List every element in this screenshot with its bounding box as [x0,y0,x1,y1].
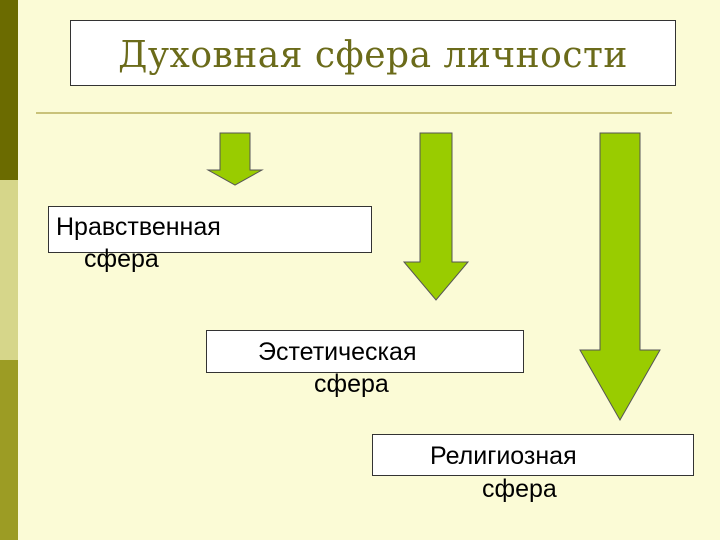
sphere-label-religious-sub: сфера [482,475,557,503]
page-title: Духовная сфера личности [118,35,628,76]
sphere-label-aesthetic: Эстетическая [258,338,417,366]
sphere-box-moral [48,206,372,253]
arrow-down-icon [579,132,661,422]
arrow-down-icon [206,132,264,186]
sphere-box-religious [372,434,694,476]
sidebar-stripe-bottom [0,360,18,540]
title-underline [36,112,672,114]
sphere-box-aesthetic [206,330,524,373]
sphere-label-moral: Нравственная [56,213,221,241]
sphere-label-religious: Религиозная [430,442,577,470]
sidebar-stripe-middle [0,180,18,360]
arrow-down-icon [402,132,470,301]
sphere-label-aesthetic-sub: сфера [314,370,389,398]
sphere-label-moral-sub: сфера [84,245,159,273]
sidebar-stripe-top [0,0,18,180]
title-box: Духовная сфера личности [70,20,676,86]
